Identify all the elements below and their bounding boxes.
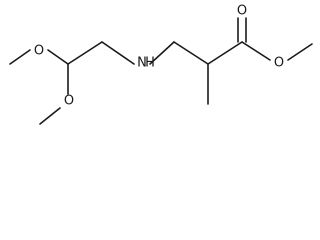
atom-labels: O O N H O O [34, 4, 284, 109]
bond-methyl-o1 [9, 49, 31, 65]
bond-o2-methyl [39, 107, 61, 125]
atom-h-amine: H [145, 56, 155, 71]
bond-n-ch2 [149, 41, 175, 65]
bond-ch-carbonyl-c [207, 41, 243, 65]
atom-n-amine: N [137, 56, 147, 71]
bond-ch-ch2 [67, 41, 103, 65]
atom-o-carbonyl: O [237, 4, 247, 19]
bond-o1-ch [47, 49, 69, 65]
bond-c-o-ester [241, 41, 271, 61]
atom-o-acetal-1: O [34, 44, 44, 59]
bond-ch2-ch [173, 41, 209, 65]
bonds [9, 17, 313, 125]
structure-diagram: O O N H O O [9, 4, 313, 125]
atom-o-acetal-2: O [64, 94, 74, 109]
bond-ch2-n [101, 41, 135, 65]
atom-o-ester: O [274, 56, 284, 71]
bond-o-methyl-ester [287, 43, 313, 61]
